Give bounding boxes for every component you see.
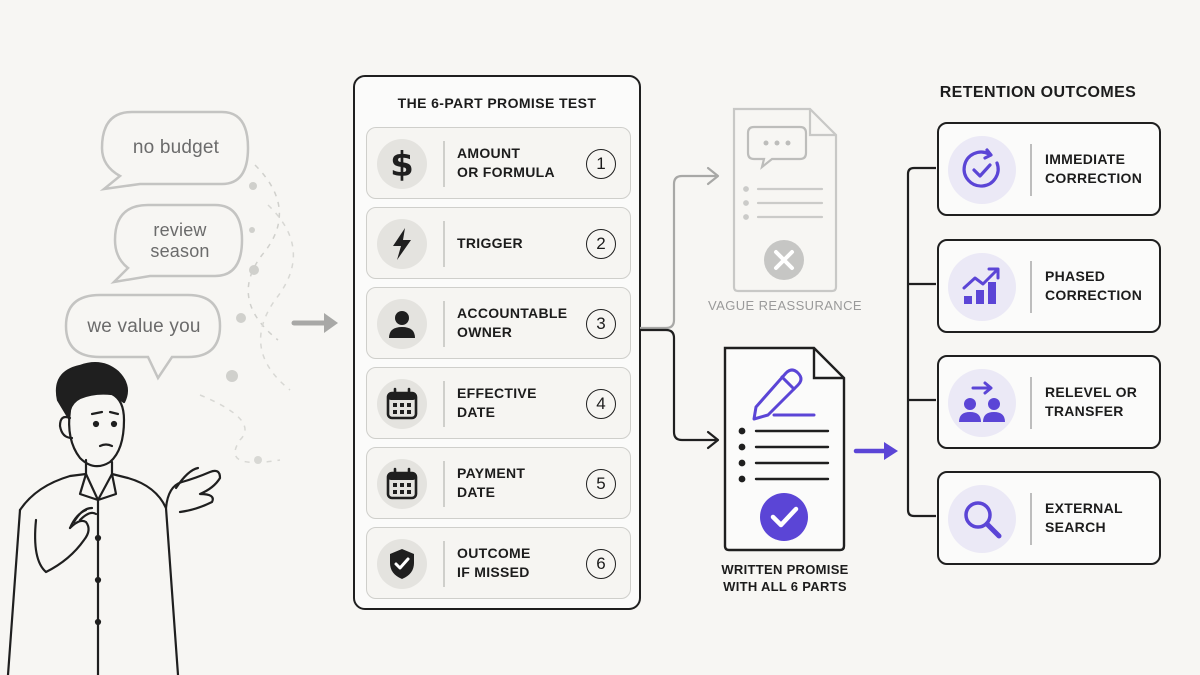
speech-bubble-3 [64,293,222,381]
row-label: ACCOUNTABLE OWNER [457,305,568,340]
row-number: 3 [586,309,616,339]
test-row-owner: ACCOUNTABLE OWNER 3 [366,287,631,359]
outcome-card-external: EXTERNAL SEARCH [937,471,1161,565]
bubble-text-1: no budget [132,137,220,158]
vague-reassurance-label: VAGUE REASSURANCE [708,298,862,313]
calendar-icon [377,379,427,429]
chat-icon [746,125,808,170]
bubble-text-2: review season [150,220,210,261]
outcomes-title: RETENTION OUTCOMES [939,84,1137,101]
shield-check-icon [377,539,427,589]
lightning-icon [377,219,427,269]
x-circle-icon [764,240,804,280]
check-circle-icon [760,493,808,541]
purple-arrow-icon [853,442,898,460]
row-number: 6 [586,549,616,579]
svg-text:$: $ [390,146,414,182]
test-row-outcome: OUTCOME IF MISSED 6 [366,527,631,599]
promise-test-card: THE 6-PART PROMISE TEST $ AMOUNT OR FORM… [353,75,641,610]
row-label: OUTCOME IF MISSED [457,545,531,580]
outcome-label: EXTERNAL SEARCH [1045,500,1123,535]
growth-chart-icon [948,253,1016,321]
written-document-illustration [723,346,846,552]
outcome-label: IMMEDIATE CORRECTION [1045,151,1143,186]
test-row-effective-date: EFFECTIVE DATE 4 [366,367,631,439]
person-icon [377,299,427,349]
test-row-payment-date: PAYMENT DATE 5 [366,447,631,519]
search-icon [948,485,1016,553]
row-label: AMOUNT OR FORMULA [457,145,555,180]
left-illustration [6,110,295,675]
outcome-card-relevel: RELEVEL OR TRANSFER [937,355,1161,449]
refresh-check-icon [948,136,1016,204]
pencil-icon [752,368,816,421]
written-promise-label: WRITTEN PROMISE WITH ALL 6 PARTS [721,562,849,594]
row-number: 1 [586,149,616,179]
outcomes-bracket [906,166,936,518]
speech-bubble-2 [110,203,244,284]
gray-arrow-icon [291,313,338,333]
dollar-icon: $ [377,139,427,189]
vague-document-illustration [732,107,838,293]
row-label: EFFECTIVE DATE [457,385,537,420]
row-number: 4 [586,389,616,419]
outcome-card-immediate: IMMEDIATE CORRECTION [937,122,1161,216]
test-row-trigger: TRIGGER 2 [366,207,631,279]
row-number: 2 [586,229,616,259]
test-title: THE 6-PART PROMISE TEST [397,95,597,111]
confused-person-illustration [6,361,222,675]
calendar-icon [377,459,427,509]
outcome-label: PHASED CORRECTION [1045,268,1143,303]
transfer-people-icon [948,369,1016,437]
row-label: TRIGGER [457,234,523,251]
bubble-text-3: we value you [87,316,201,337]
outcome-label: RELEVEL OR TRANSFER [1045,384,1138,419]
speech-bubble-1 [99,110,250,191]
branch-connector [640,166,720,450]
outcome-card-phased: PHASED CORRECTION [937,239,1161,333]
test-row-amount: $ AMOUNT OR FORMULA 1 [366,127,631,199]
row-label: PAYMENT DATE [457,465,526,500]
row-number: 5 [586,469,616,499]
